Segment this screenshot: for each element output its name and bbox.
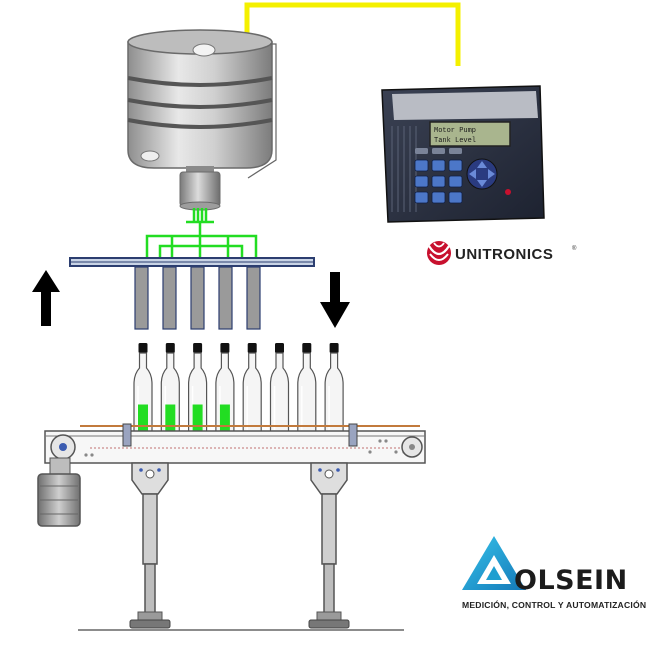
plc-key — [431, 175, 446, 188]
bottle — [160, 343, 180, 437]
plc-key — [414, 175, 429, 188]
bottle — [297, 343, 317, 437]
plc-display-line-2: Tank Level — [434, 137, 476, 145]
bottle-cap — [138, 343, 148, 353]
unitronics-trademark: ® — [572, 245, 577, 252]
storage-tank — [127, 29, 277, 179]
nozzle-carrier — [69, 257, 315, 267]
bottle-cap — [302, 343, 312, 353]
plc-key — [414, 191, 429, 204]
bottle — [188, 343, 208, 437]
bottle — [215, 343, 235, 437]
bottle-liquid — [138, 404, 148, 432]
bottle — [324, 343, 344, 437]
bottle-liquid — [219, 404, 230, 432]
plc-key — [448, 159, 463, 172]
liquid-distribution — [145, 208, 258, 258]
plc-key — [414, 159, 429, 172]
bottle-cap — [329, 343, 339, 353]
support-leg-right — [308, 462, 350, 629]
plc-nav-pad — [466, 158, 498, 190]
plc-key — [448, 191, 463, 204]
support-leg-left — [129, 462, 171, 629]
arrow-down-icon — [320, 272, 350, 328]
bottle-body — [269, 352, 290, 437]
conveyor-motor — [37, 457, 81, 527]
unitronics-wordmark: UNITRONICS — [455, 246, 553, 263]
bottle-body — [297, 352, 317, 437]
bottle-cap — [193, 343, 203, 353]
bottle — [242, 343, 262, 437]
signal-wire — [244, 2, 461, 66]
plc-key — [431, 159, 446, 172]
bottle-body — [242, 352, 262, 437]
bottle-cap — [220, 343, 230, 353]
bottle — [133, 343, 153, 437]
olsein-wordmark: OLSEIN — [514, 565, 628, 596]
bottle-liquid — [192, 404, 203, 432]
globe-logo-icon — [427, 241, 451, 265]
plc-function-key — [449, 148, 462, 154]
plc-keypad — [414, 148, 463, 204]
plc-display-line-1: Motor Pump — [434, 127, 476, 135]
arrow-up-icon — [32, 270, 60, 326]
filling-nozzle — [190, 266, 205, 330]
olsein-logo: OLSEIN MEDICIÓN, CONTROL Y AUTOMATIZACIÓ… — [462, 536, 646, 610]
bottles — [133, 343, 344, 437]
filling-nozzle — [134, 266, 149, 330]
bottle-cap — [165, 343, 175, 353]
bottle-liquid — [165, 404, 176, 432]
bottle — [269, 343, 290, 437]
bottle-cap — [275, 343, 284, 353]
tank-spout — [179, 166, 221, 211]
plc-key — [448, 175, 463, 188]
plc-function-key — [415, 148, 428, 154]
conveyor — [44, 423, 426, 464]
plc-display — [429, 121, 511, 147]
plc-controller: Motor Pump Tank Level — [381, 85, 545, 223]
filling-nozzle — [246, 266, 261, 330]
plc-key — [431, 191, 446, 204]
bottle-body — [324, 352, 344, 437]
filling-nozzles — [134, 266, 261, 330]
unitronics-logo: UNITRONICS ® — [427, 241, 577, 265]
filling-nozzle — [162, 266, 177, 330]
filling-nozzle — [218, 266, 233, 330]
plc-brand-mark — [505, 189, 511, 195]
olsein-tagline: MEDICIÓN, CONTROL Y AUTOMATIZACIÓN — [462, 599, 646, 610]
bottle-cap — [247, 343, 257, 353]
plc-function-key — [432, 148, 445, 154]
triangle-logo-icon — [462, 536, 526, 590]
